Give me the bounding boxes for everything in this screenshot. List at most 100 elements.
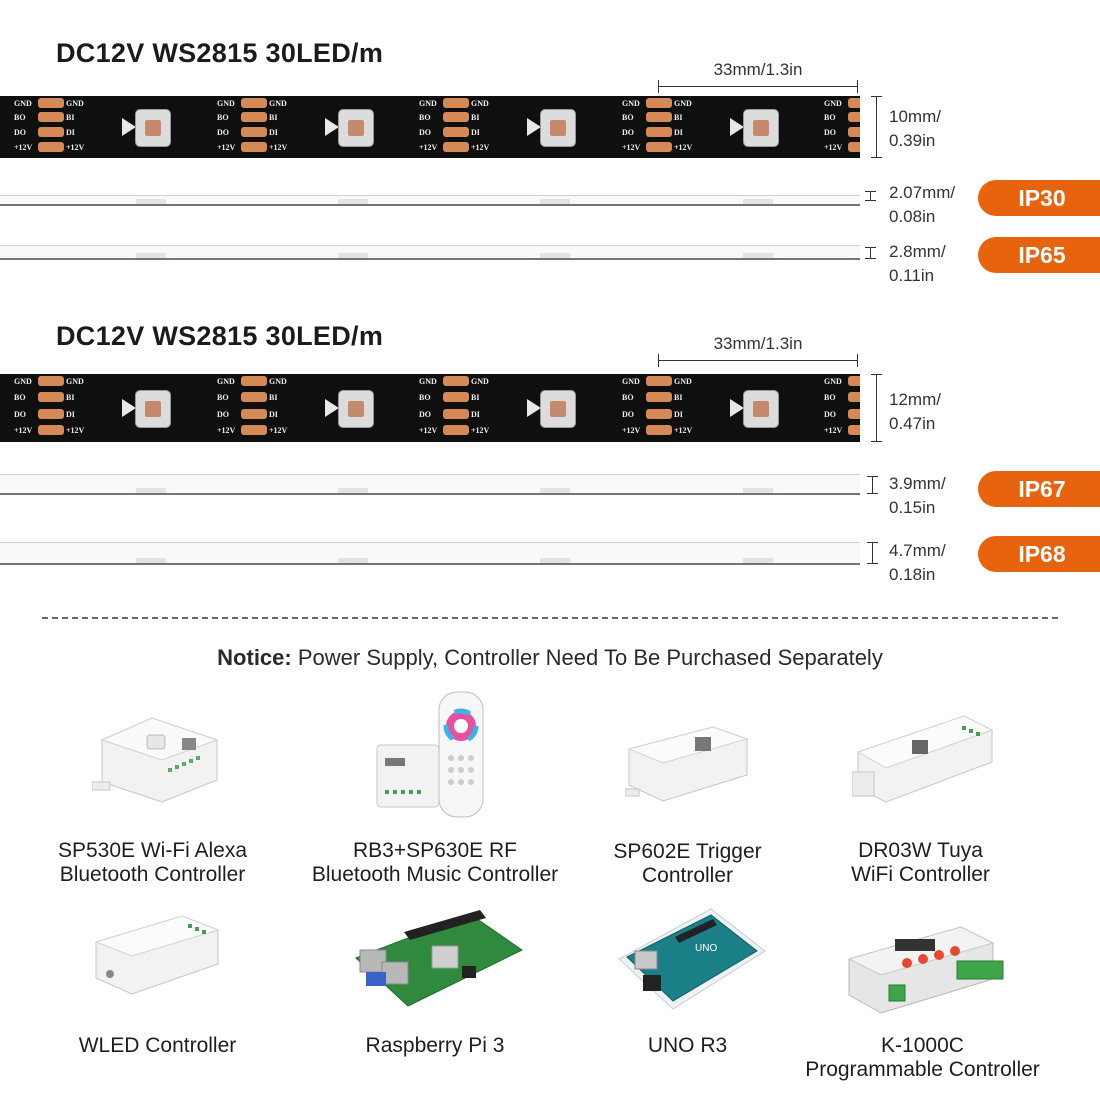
solder-pad	[241, 425, 267, 435]
pad-label: +12V	[471, 143, 490, 152]
pad-label: DO	[622, 128, 634, 137]
solder-pad	[646, 142, 672, 152]
pad-label: +12V	[674, 426, 693, 435]
direction-arrow	[527, 399, 541, 417]
pad-label: GND	[419, 377, 437, 386]
solder-pad	[646, 425, 672, 435]
pad-label: GND	[622, 99, 640, 108]
led-chip	[743, 390, 779, 428]
pad-label: +12V	[824, 426, 843, 435]
ip67-bracket	[867, 476, 878, 494]
pad-label: DI	[471, 128, 480, 137]
solder-pad	[443, 98, 469, 108]
solder-pad	[848, 127, 860, 137]
section-divider	[42, 617, 1058, 619]
section1-title: DC12V WS2815 30LED/m	[56, 38, 384, 68]
pad-label: +12V	[217, 426, 236, 435]
pad-label: BI	[269, 113, 278, 122]
solder-pad	[443, 127, 469, 137]
strip2-width-label: 12mm/ 0.47in	[889, 390, 941, 433]
section2-title: DC12V WS2815 30LED/m	[56, 321, 384, 351]
solder-pad	[241, 392, 267, 402]
pad-label: DO	[622, 410, 634, 419]
pad-label: BI	[66, 393, 75, 402]
pad-label: BI	[674, 393, 683, 402]
solder-pad	[38, 98, 64, 108]
pad-label: +12V	[622, 426, 641, 435]
led-shadow	[743, 253, 773, 258]
pad-label: DO	[14, 410, 26, 419]
ip67-badge: IP67	[978, 471, 1100, 507]
solder-pad	[443, 142, 469, 152]
led-chip	[540, 109, 576, 147]
ip65-thickness-label: 2.8mm/ 0.11in	[889, 242, 946, 285]
pad-label: GND	[14, 377, 32, 386]
pad-label: +12V	[66, 426, 85, 435]
solder-pad	[848, 392, 860, 402]
ip65-bracket	[865, 247, 876, 259]
pad-label: DI	[66, 410, 75, 419]
pad-label: +12V	[674, 143, 693, 152]
pad-label: DO	[217, 128, 229, 137]
pad-label: GND	[419, 99, 437, 108]
solder-pad	[646, 392, 672, 402]
pad-label: BO	[622, 393, 634, 402]
pad-label: GND	[269, 377, 287, 386]
solder-pad	[38, 409, 64, 419]
solder-pad	[38, 425, 64, 435]
pad-label: GND	[824, 99, 842, 108]
solder-pad	[646, 98, 672, 108]
section1-spacing-label: 33mm/1.3in	[713, 60, 803, 79]
sp530e-image	[91, 710, 222, 805]
section1-spacing-dimension	[658, 80, 858, 93]
ip30-badge: IP30	[978, 180, 1100, 216]
pad-label: BO	[217, 113, 229, 122]
ip65-badge: IP65	[978, 237, 1100, 273]
solder-pad	[241, 142, 267, 152]
solder-pad	[38, 392, 64, 402]
pad-label: GND	[674, 99, 692, 108]
pad-label: DI	[674, 410, 683, 419]
pad-label: +12V	[471, 426, 490, 435]
raspberry-pi-image	[352, 910, 524, 1012]
solder-pad	[848, 376, 860, 386]
strip1-width-bracket	[871, 96, 882, 158]
pad-label: BI	[269, 393, 278, 402]
led-shadow	[338, 488, 368, 493]
solder-pad	[38, 376, 64, 386]
led-shadow	[338, 199, 368, 204]
pad-label: DO	[217, 410, 229, 419]
solder-pad	[241, 409, 267, 419]
tube-ip67	[0, 474, 860, 495]
pad-label: DI	[674, 128, 683, 137]
caption-raspberry-pi: Raspberry Pi 3	[365, 1034, 505, 1057]
pad-label: +12V	[269, 143, 288, 152]
tube-ip65	[0, 245, 860, 260]
led-shadow	[540, 488, 570, 493]
pad-label: GND	[217, 377, 235, 386]
led-shadow	[743, 558, 773, 563]
pad-label: GND	[14, 99, 32, 108]
direction-arrow	[527, 118, 541, 136]
pad-label: GND	[622, 377, 640, 386]
pad-label: +12V	[419, 426, 438, 435]
solder-pad	[646, 376, 672, 386]
solder-pad	[848, 112, 860, 122]
solder-pad	[443, 409, 469, 419]
ip67-thickness-label: 3.9mm/ 0.15in	[889, 474, 946, 517]
ip68-bracket	[867, 542, 878, 564]
pad-label: +12V	[66, 143, 85, 152]
caption-uno-r3: UNO R3	[647, 1034, 728, 1057]
pad-label: DO	[14, 128, 26, 137]
solder-pad	[443, 425, 469, 435]
led-chip	[135, 390, 171, 428]
pad-label: +12V	[824, 143, 843, 152]
pad-label: BO	[622, 113, 634, 122]
led-chip	[135, 109, 171, 147]
pad-label: DI	[471, 410, 480, 419]
pad-label: DI	[269, 128, 278, 137]
ip30-thickness-label: 2.07mm/ 0.08in	[889, 183, 956, 226]
